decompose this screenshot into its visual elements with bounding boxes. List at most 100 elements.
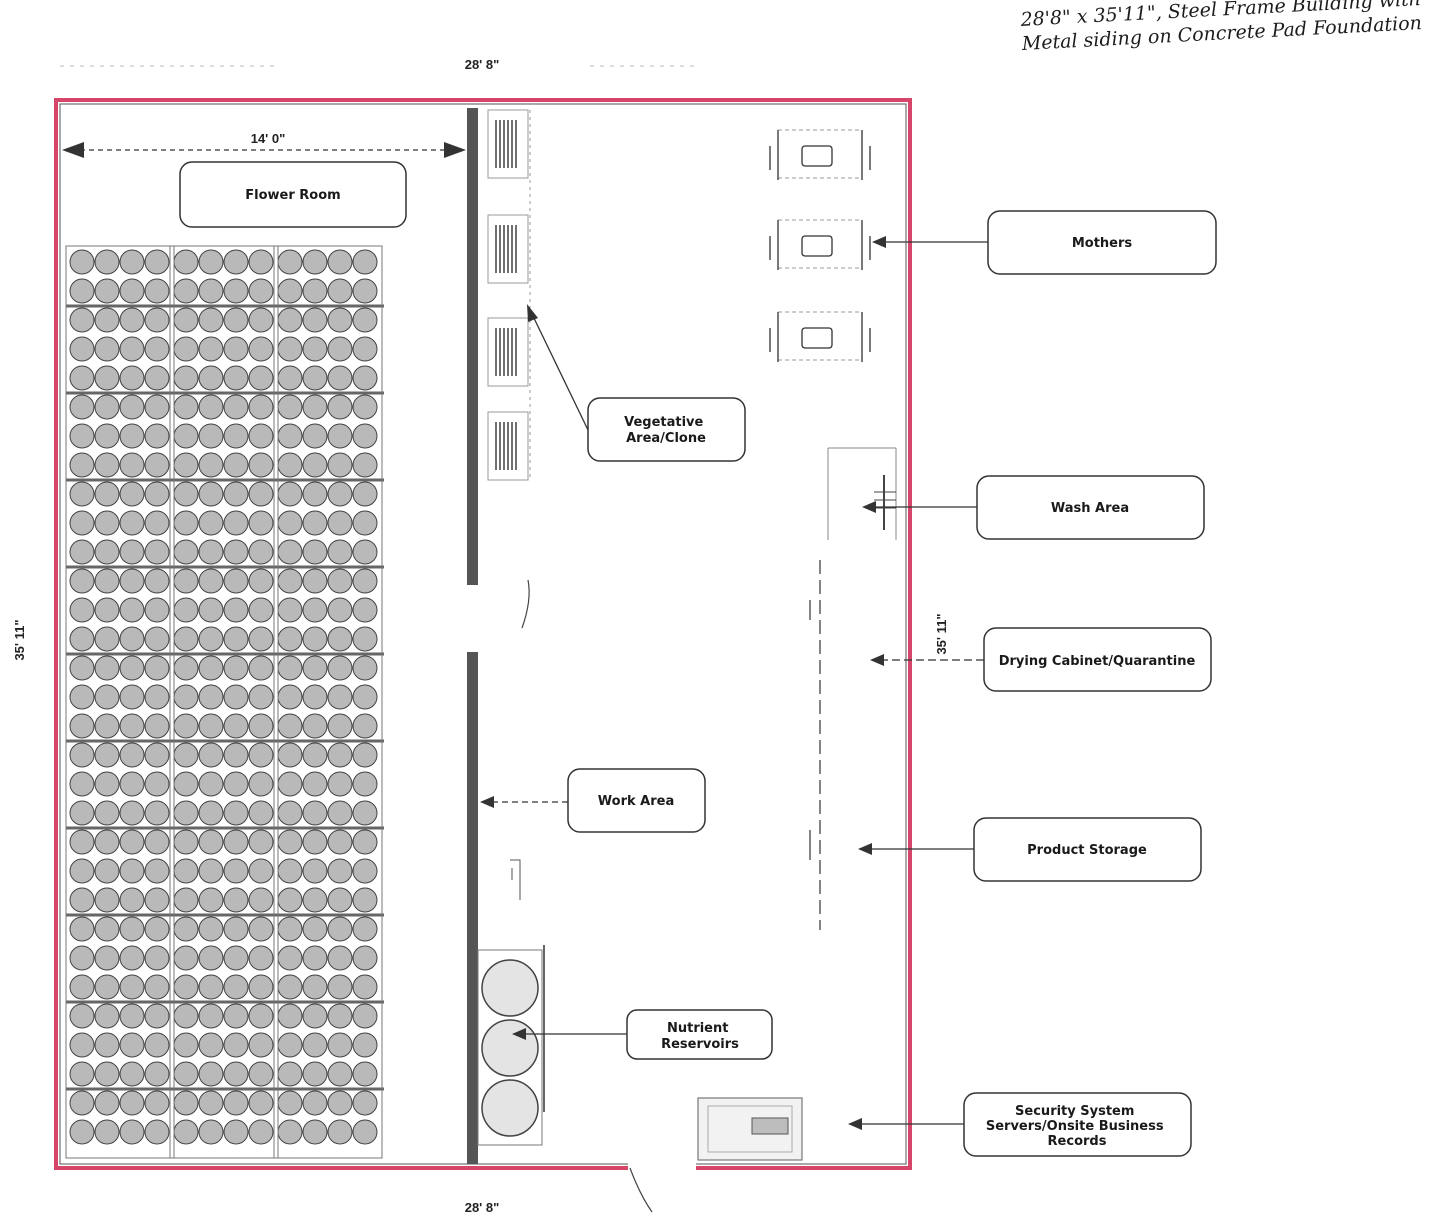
plant-pot xyxy=(119,974,145,1000)
plant-pot xyxy=(69,539,95,565)
plant-pot xyxy=(277,249,303,275)
plant-pot xyxy=(173,336,199,362)
plant-pot xyxy=(69,626,95,652)
plant-pot xyxy=(327,974,353,1000)
plant-pot xyxy=(352,742,378,768)
plant-pot xyxy=(223,945,249,971)
plant-pot xyxy=(198,423,224,449)
plant-pot xyxy=(94,1003,120,1029)
plant-pot xyxy=(327,452,353,478)
clone-rack xyxy=(487,411,529,481)
security-label-line2: Servers/Onsite Business xyxy=(986,1119,1164,1134)
plant-pot xyxy=(119,713,145,739)
plant-pot xyxy=(119,394,145,420)
plant-pot xyxy=(302,365,328,391)
plant-pot xyxy=(198,568,224,594)
building-walls xyxy=(54,98,912,1170)
plant-pot xyxy=(223,452,249,478)
plant-pot xyxy=(144,684,170,710)
partition-door-swing xyxy=(521,579,530,629)
plant-pot xyxy=(94,771,120,797)
plant-pot xyxy=(198,1119,224,1145)
plant-pot xyxy=(144,307,170,333)
plant-pot xyxy=(69,307,95,333)
plant-pot xyxy=(277,829,303,855)
plant-pot xyxy=(302,713,328,739)
plant-pot xyxy=(119,278,145,304)
plant-pot xyxy=(327,1003,353,1029)
plant-pot xyxy=(198,481,224,507)
plant-pot xyxy=(277,1090,303,1116)
mother-table xyxy=(769,129,871,180)
plant-pot xyxy=(248,510,274,536)
plant-pot xyxy=(119,365,145,391)
plant-pot xyxy=(69,510,95,536)
plant-pot xyxy=(302,481,328,507)
plant-pot xyxy=(94,568,120,594)
plant-pot xyxy=(173,423,199,449)
plant-pot xyxy=(94,887,120,913)
security-label-box: Security System Servers/Onsite Business … xyxy=(848,1092,1192,1157)
interior-height-dimension: 35' 11" xyxy=(934,613,949,654)
plant-pot xyxy=(302,510,328,536)
plant-pot xyxy=(173,365,199,391)
plant-pot xyxy=(144,481,170,507)
plant-pot xyxy=(198,365,224,391)
plant-pot xyxy=(327,829,353,855)
vegetative-label-line1: Vegetative xyxy=(624,415,703,430)
plant-pot xyxy=(69,597,95,623)
reservoir-tank xyxy=(481,1079,539,1137)
wash-sink xyxy=(827,447,897,540)
plant-pot xyxy=(119,916,145,942)
plant-pot xyxy=(94,481,120,507)
plant-pot xyxy=(352,278,378,304)
plant-pot xyxy=(327,916,353,942)
plant-pot xyxy=(223,771,249,797)
plant-pot xyxy=(248,1119,274,1145)
plant-pot xyxy=(173,771,199,797)
plant-pot xyxy=(223,568,249,594)
plant-pot xyxy=(144,1090,170,1116)
plant-pot xyxy=(173,974,199,1000)
plant-pot xyxy=(94,539,120,565)
plant-pot xyxy=(327,597,353,623)
plant-pot xyxy=(198,336,224,362)
plant-pot xyxy=(69,278,95,304)
plant-pot xyxy=(248,887,274,913)
flower-room-width-label: 14' 0" xyxy=(251,131,286,146)
plant-pot xyxy=(173,916,199,942)
plant-pot xyxy=(223,655,249,681)
plant-pot xyxy=(302,307,328,333)
plant-pot xyxy=(144,945,170,971)
plant-pot xyxy=(69,1032,95,1058)
plant-pot xyxy=(302,858,328,884)
plant-pot xyxy=(302,278,328,304)
plant-pot xyxy=(94,655,120,681)
plant-pot xyxy=(277,307,303,333)
plant-pot xyxy=(198,684,224,710)
flower-room-label-box: Flower Room xyxy=(179,161,407,228)
plant-pot xyxy=(248,1003,274,1029)
plant-pot xyxy=(277,713,303,739)
drying-label: Drying Cabinet/Quarantine xyxy=(999,654,1196,669)
plant-pot xyxy=(119,742,145,768)
plant-pot xyxy=(248,858,274,884)
drying-label-box: Drying Cabinet/Quarantine xyxy=(870,627,1212,692)
plant-pot xyxy=(173,568,199,594)
plant-pot xyxy=(173,858,199,884)
security-label-line3: Records xyxy=(1048,1134,1107,1149)
plant-pot xyxy=(223,742,249,768)
plant-pot xyxy=(327,1090,353,1116)
plant-pot xyxy=(327,1119,353,1145)
wash-area-label: Wash Area xyxy=(1051,501,1129,516)
plant-pot xyxy=(198,307,224,333)
plant-pot xyxy=(248,597,274,623)
plant-pot xyxy=(173,1061,199,1087)
plant-pot xyxy=(327,510,353,536)
plant-pot xyxy=(327,307,353,333)
plant-pot xyxy=(248,655,274,681)
plant-pot xyxy=(119,336,145,362)
plant-pot xyxy=(248,974,274,1000)
work-area-label-box: Work Area xyxy=(480,768,706,833)
plant-pot xyxy=(94,249,120,275)
